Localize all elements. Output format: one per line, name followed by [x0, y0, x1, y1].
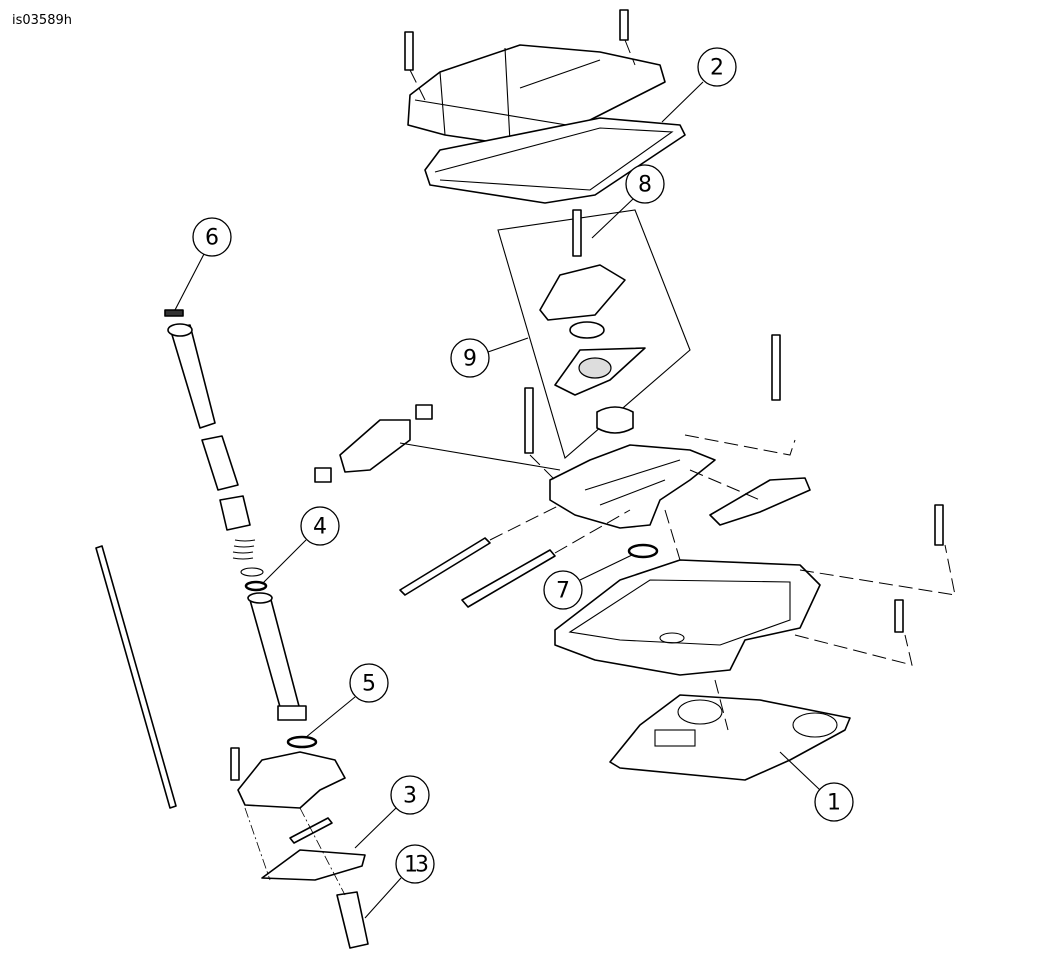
callout-2: 2	[661, 47, 737, 123]
rocker-base-gasket	[609, 694, 851, 781]
breather-seal	[569, 321, 605, 339]
svg-text:3: 3	[403, 784, 417, 809]
housing-bolt-lower	[894, 599, 904, 633]
pushrod	[95, 545, 177, 809]
rocker-cover	[404, 9, 666, 153]
svg-text:5: 5	[362, 672, 376, 697]
callout-3: 3	[354, 775, 430, 849]
lifter-cover-bolt	[230, 747, 240, 781]
rocker-bushing-1	[314, 467, 332, 483]
anti-rotation-pin	[289, 817, 333, 844]
rocker-bushing-2	[415, 404, 433, 420]
rocker-arm-right	[709, 477, 811, 526]
cover-bolt-right	[619, 9, 629, 41]
rocker-bolt	[771, 334, 781, 401]
retaining-clip	[164, 309, 184, 317]
tube-end	[277, 705, 307, 721]
lower-rocker-housing	[554, 559, 821, 676]
callout-9: 9	[450, 337, 529, 378]
hydraulic-lifter	[336, 891, 369, 949]
spring	[232, 539, 256, 560]
svg-text:13: 13	[404, 853, 428, 878]
umbrella-valve	[578, 357, 612, 379]
lifter-gasket	[261, 849, 366, 881]
pushrod-tube-middle	[201, 435, 239, 491]
cover-gasket	[424, 117, 686, 204]
washer	[240, 567, 264, 577]
rocker-shaft-2	[461, 549, 556, 608]
callout-8: 8	[591, 164, 665, 239]
spring-cap	[219, 495, 251, 531]
lifter-cover	[237, 751, 346, 809]
breather-bolt	[572, 209, 582, 257]
callout-4: 4	[261, 506, 340, 585]
svg-text:1: 1	[827, 791, 841, 816]
svg-text:6: 6	[205, 226, 219, 251]
callout-7: 7	[543, 554, 633, 610]
svg-text:9: 9	[463, 347, 477, 372]
support-bolt	[524, 387, 534, 454]
rocker-shaft-1	[399, 537, 491, 596]
callout-6: 6	[174, 217, 232, 311]
svg-text:2: 2	[710, 56, 724, 81]
housing-bolt-right	[934, 504, 944, 546]
svg-text:4: 4	[313, 515, 327, 540]
breather-group-outline	[497, 209, 691, 459]
callout-1: 1	[779, 751, 854, 822]
rocker-arm-left	[339, 419, 411, 473]
rocker-arm-support	[549, 444, 716, 529]
callout-13: 13	[364, 844, 435, 919]
svg-text:8: 8	[638, 173, 652, 198]
svg-text:7: 7	[556, 579, 570, 604]
o-ring-4	[244, 580, 268, 592]
breather-filter	[596, 406, 634, 434]
diagram-id: is03589h	[12, 13, 72, 28]
callout-5: 5	[304, 663, 389, 739]
o-ring-5	[286, 735, 318, 749]
o-ring	[627, 543, 659, 559]
breather-cover	[539, 264, 626, 321]
cover-bolt-left	[404, 31, 414, 71]
